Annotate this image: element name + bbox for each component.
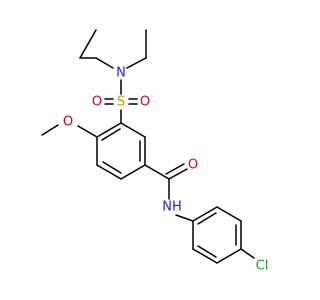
- bond-ring-to-carbonyl: [144, 164, 170, 180]
- bond-ring-o-methoxy: [77, 125, 98, 138]
- ring2-bond-c4-c5: [216, 248, 242, 264]
- bond-o-methyl: [41, 124, 59, 136]
- bond-n-ethyl1-ch2: [95, 57, 114, 69]
- atom-cl: Cl: [256, 259, 269, 274]
- ring2-bond-c5-c6: [192, 248, 218, 264]
- bond-ring2-cl: [240, 248, 255, 259]
- ring1-bond-c4-c5: [96, 164, 122, 180]
- bond-carbonyl-1: [168, 168, 188, 180]
- atom-n-sulfonamide: N: [116, 66, 126, 81]
- ring2-double-c1-c2: [197, 212, 217, 225]
- atom-s-sulfonyl: S: [117, 95, 125, 110]
- ring1-double-c4-c5: [102, 161, 122, 174]
- atom-o-sulfonyl-left: O: [92, 95, 102, 110]
- ring1-bond-c6-c1: [96, 122, 122, 138]
- bond-nh-ring2: [175, 214, 194, 222]
- ring2-bond-c2-c3: [216, 206, 242, 222]
- atom-o-sulfonyl-right: O: [140, 95, 150, 110]
- ring1-bond-c3-c4: [120, 164, 146, 180]
- atom-o-carbonyl: O: [188, 158, 198, 173]
- structure-diagram: N S O O O O NH Cl: [41, 29, 269, 274]
- bond-n-ethyl2-ch2: [126, 57, 147, 69]
- ring2-double-c5-c6: [197, 245, 217, 258]
- atom-nh-amide: NH: [162, 200, 182, 215]
- ring1-bond-c1-c2: [120, 122, 146, 138]
- bond-carbonyl-2: [165, 163, 185, 175]
- ring1-double-c6-c1: [101, 128, 121, 141]
- atom-o-methoxy: O: [63, 115, 73, 130]
- bond-ethyl1-ch2-ch3: [79, 29, 97, 59]
- molecule-canvas: N S O O O O NH Cl: [41, 29, 269, 274]
- ring2-bond-c1-c2: [192, 206, 218, 222]
